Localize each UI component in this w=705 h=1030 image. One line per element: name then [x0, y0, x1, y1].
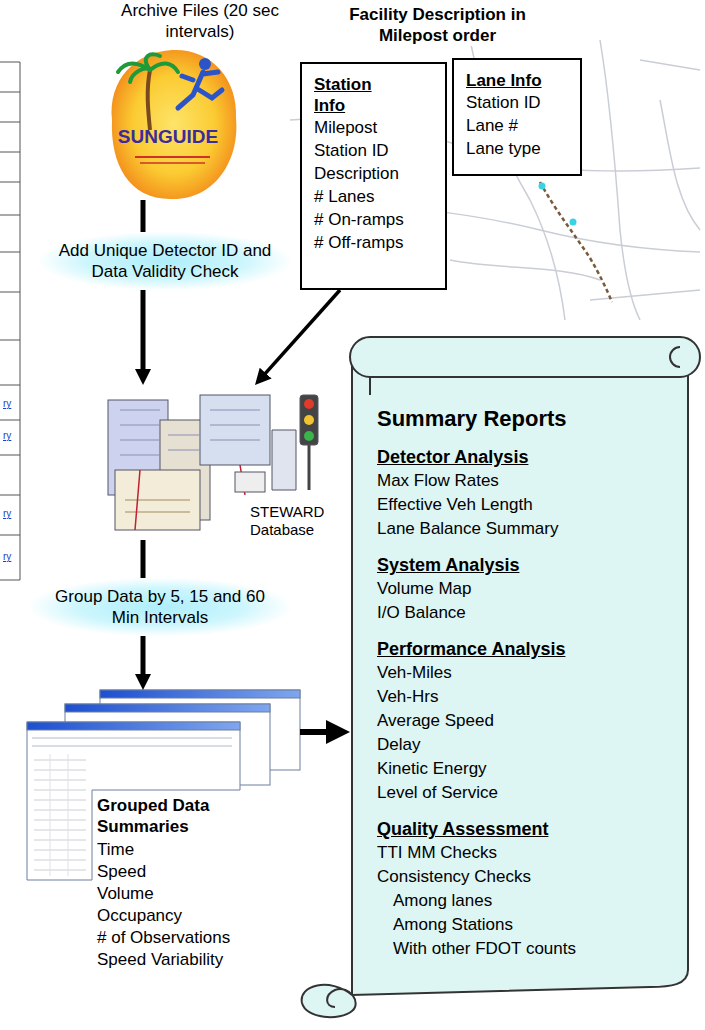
- node-heading: Add Unique Detector ID and Data Validity…: [50, 240, 280, 282]
- node-text: Speed Variability: [97, 949, 300, 971]
- table-link: ry: [3, 551, 11, 563]
- flow-arrow: [141, 200, 146, 232]
- node-text: # Lanes: [314, 185, 437, 208]
- node-heading: Lane Info: [466, 70, 572, 91]
- node-heading: Group Data by 5, 15 and 60 Min Intervals: [40, 586, 280, 628]
- node-text: # of Observations: [97, 927, 300, 949]
- node-text: Occupancy: [97, 905, 300, 927]
- node-text: Kinetic Energy: [377, 757, 695, 781]
- cut-off-table: [0, 62, 20, 580]
- diagram-heading: Facility Description in Milepost order: [315, 4, 560, 46]
- node-text: SUNGUIDE: [105, 126, 231, 148]
- node-text: Description: [314, 162, 437, 185]
- node-text: Time: [97, 839, 300, 861]
- node-text: Lane type: [466, 137, 572, 160]
- node-heading: Grouped Data Summaries: [97, 795, 247, 837]
- node-text: Speed: [97, 861, 300, 883]
- node-text: Volume Map: [377, 577, 695, 601]
- node-text: Effective Veh Length: [377, 493, 695, 517]
- route-line: [539, 182, 613, 302]
- node-heading: Summary Reports: [377, 405, 695, 433]
- node-text: System Analysis: [377, 553, 695, 577]
- node-text: Veh-Hrs: [377, 685, 695, 709]
- node-text: I/O Balance: [377, 601, 695, 625]
- map-background: [290, 40, 700, 320]
- node-heading: Station Info: [314, 74, 394, 116]
- node-text: Volume: [97, 883, 300, 905]
- node-text: Average Speed: [377, 709, 695, 733]
- summary-node: Grouped Data SummariesTimeSpeedVolumeOcc…: [25, 690, 300, 971]
- node-text: With other FDOT counts: [377, 937, 695, 961]
- node-text: Delay: [377, 733, 695, 757]
- node-text: Detector Analysis: [377, 445, 695, 469]
- logo-node: Archive Files (20 sec intervals) SUNGUIDE: [105, 0, 295, 200]
- process-band: Add Unique Detector ID and Data Validity…: [40, 232, 290, 290]
- node-text: Lane #: [466, 114, 572, 137]
- node-text: Milepost: [314, 116, 437, 139]
- node-text: # Off-ramps: [314, 231, 437, 254]
- flow-arrow: [141, 540, 146, 578]
- node-text: Among lanes: [377, 889, 695, 913]
- flow-arrow: [141, 636, 146, 679]
- scroll-curl: [370, 347, 680, 395]
- process-band: Group Data by 5, 15 and 60 Min Intervals: [30, 578, 290, 636]
- node-text: Among Stations: [377, 913, 695, 937]
- flow-arrow: [141, 290, 146, 374]
- node-text: Station ID: [466, 91, 572, 114]
- node-text: Level of Service: [377, 781, 695, 805]
- sunguide-logo: [112, 50, 237, 199]
- node-text: TTI MM Checks: [377, 841, 695, 865]
- info-box: Station InfoMilepostStation IDDescriptio…: [300, 62, 447, 290]
- node-text: Max Flow Rates: [377, 469, 695, 493]
- table-link: ry: [3, 430, 11, 442]
- node-text: Quality Assessment: [377, 817, 695, 841]
- node-text: Station ID: [314, 139, 437, 162]
- scroll-curl: [302, 985, 356, 1017]
- info-box: Lane InfoStation IDLane #Lane type: [452, 58, 582, 176]
- node-text: Consistency Checks: [377, 865, 695, 889]
- node-heading: Archive Files (20 sec intervals): [105, 0, 295, 42]
- node-text: Performance Analysis: [377, 637, 695, 661]
- screenshot-windows: [27, 690, 300, 880]
- flow-arrow: [262, 290, 340, 377]
- scroll-node: Summary ReportsDetector AnalysisMax Flow…: [350, 335, 705, 1015]
- node-heading: STEWARD Database: [250, 503, 342, 539]
- database-node: STEWARD Database: [95, 385, 355, 540]
- flow-arrow: [300, 729, 333, 735]
- node-text: Veh-Miles: [377, 661, 695, 685]
- node-text: Lane Balance Summary: [377, 517, 695, 541]
- table-link: ry: [3, 398, 11, 410]
- scroll-roll: [350, 337, 700, 377]
- table-link: ry: [3, 508, 11, 520]
- node-text: # On-ramps: [314, 208, 437, 231]
